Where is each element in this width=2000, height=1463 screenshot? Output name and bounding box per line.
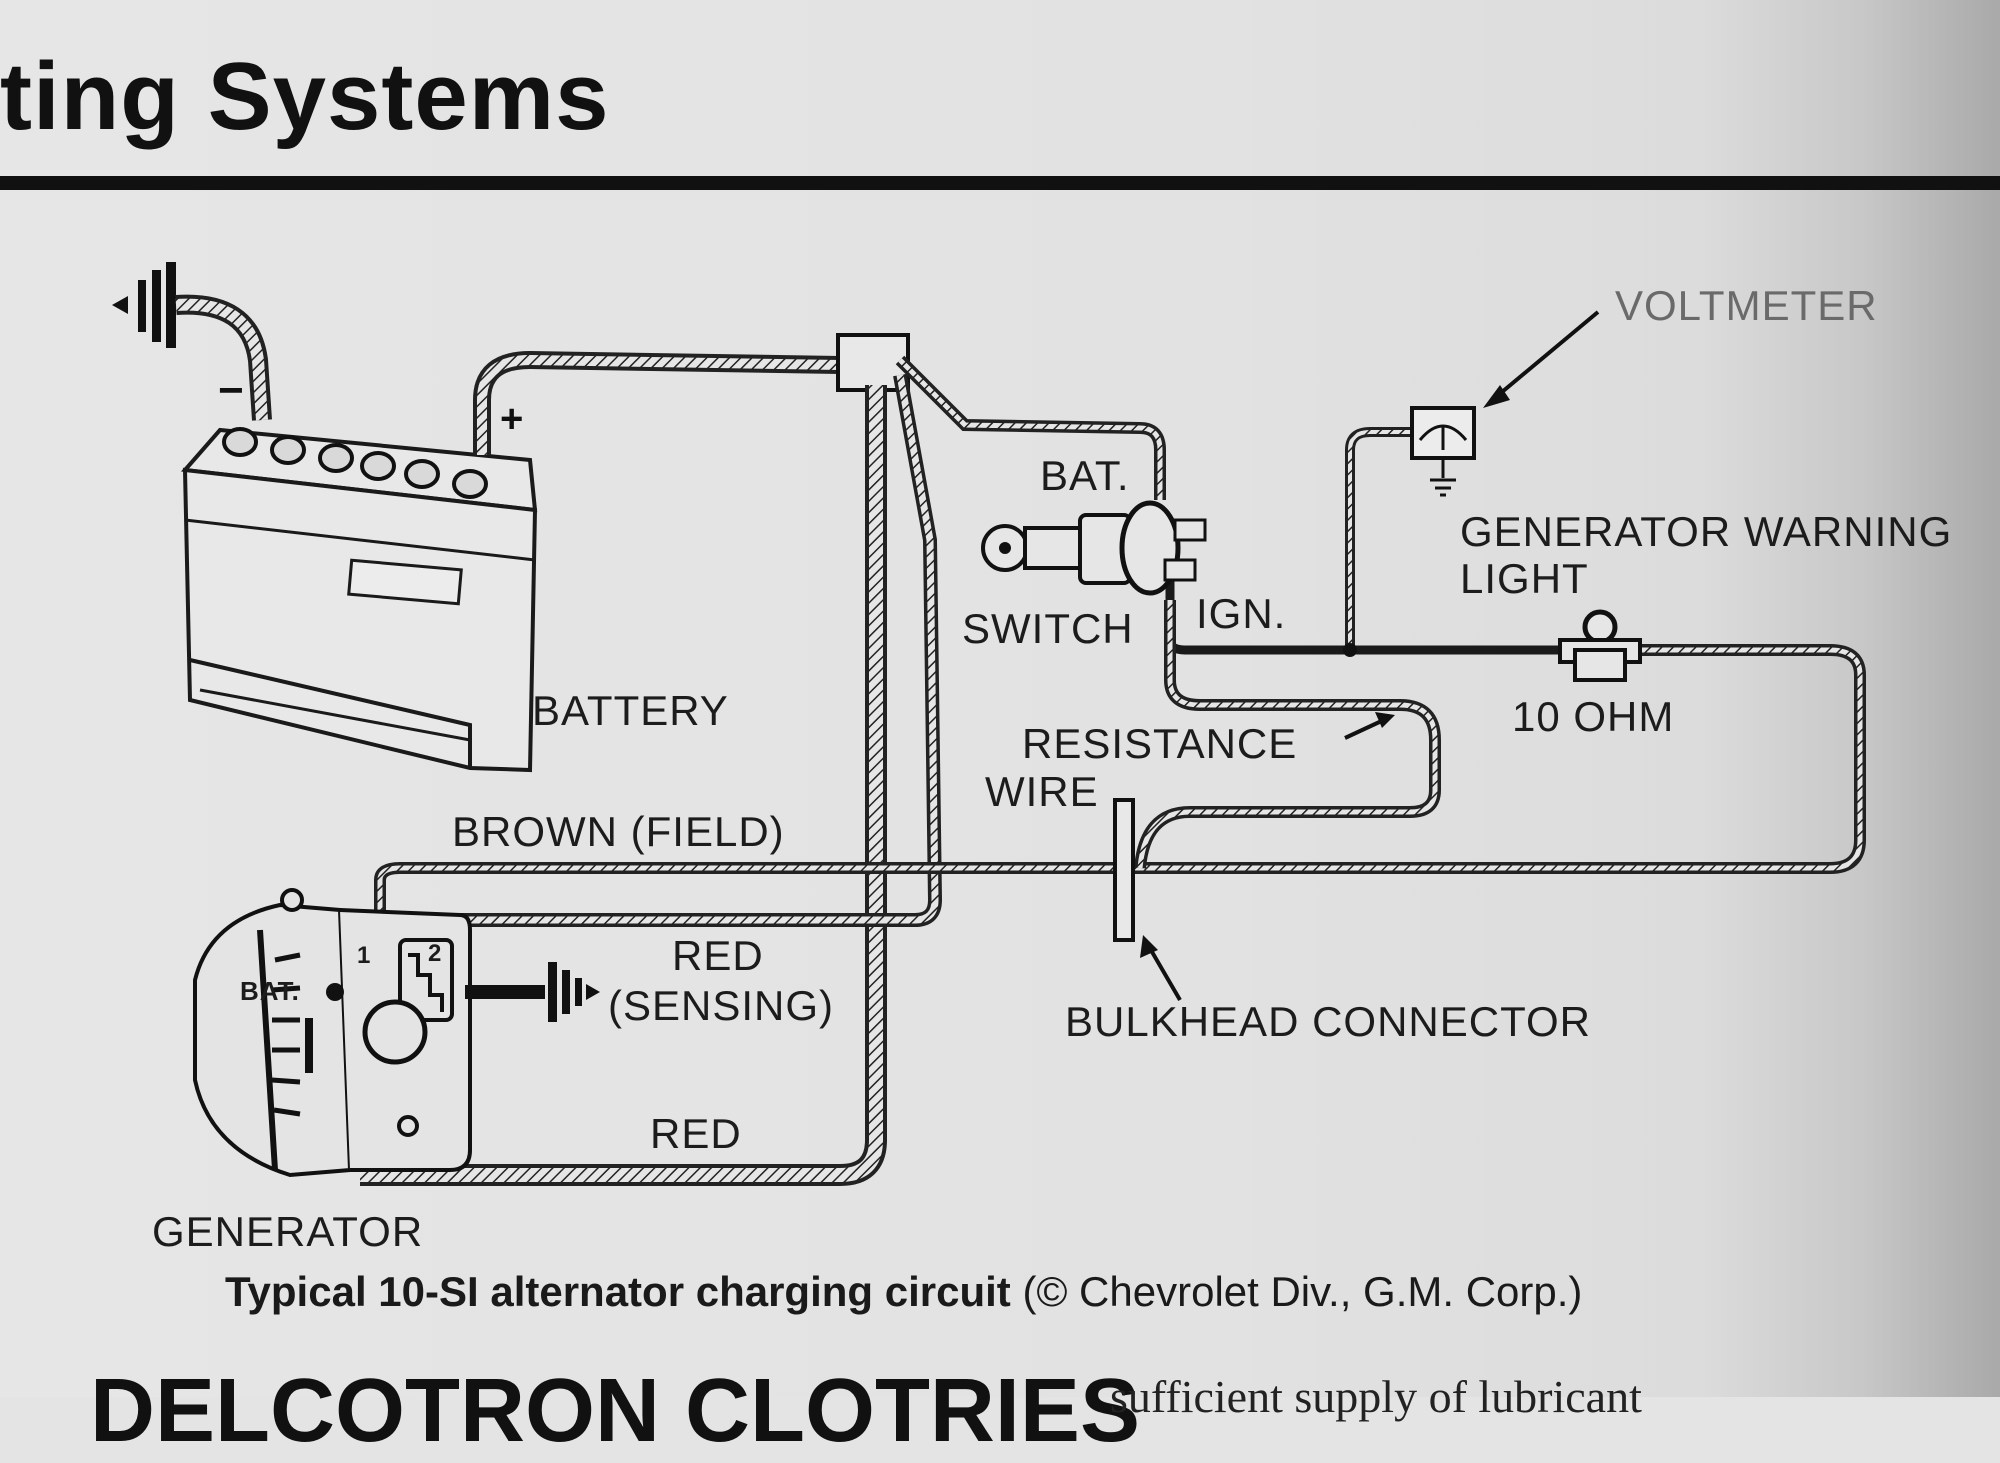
caption-credit: (© Chevrolet Div., G.M. Corp.) [1022, 1268, 1583, 1315]
bulkhead-connector [1113, 798, 1135, 942]
bulkhead-connector-label: BULKHEAD CONNECTOR [1065, 998, 1591, 1045]
ignition-switch [981, 500, 1207, 596]
positive-cable [473, 350, 841, 455]
caption-title: Typical 10-SI alternator charging circui… [225, 1268, 1011, 1315]
next-section-heading: DELCOTRON CLOTRIES [90, 1361, 1140, 1461]
voltmeter-wire [1345, 427, 1410, 650]
voltmeter-arrow [1488, 310, 1600, 404]
battery [180, 427, 538, 773]
battery-ground-symbol [112, 262, 176, 348]
generator-warning-light-label-line1: GENERATOR WARNING [1460, 508, 1953, 555]
heading-rule [0, 176, 2000, 190]
generator-terminal-1-label: 1 [357, 942, 372, 969]
switch-bat-label: BAT. [1040, 452, 1130, 499]
generator-label: GENERATOR [152, 1208, 424, 1255]
red-label: RED [650, 1110, 742, 1157]
red-sensing-label-line2: (SENSING) [608, 982, 835, 1029]
section-heading: ting Systems [0, 43, 610, 150]
wire-label: WIRE [985, 768, 1099, 815]
generator-bat-terminal-label: BAT. [240, 976, 300, 1006]
ign-label: IGN. [1196, 590, 1287, 637]
switch-label: SWITCH [962, 605, 1134, 652]
generator-terminal-2-label: 2 [428, 940, 443, 967]
generator-warning-light-label-line2: LIGHT [1460, 555, 1589, 602]
figure-caption: Typical 10-SI alternator charging circui… [225, 1268, 1582, 1316]
generator-warning-light-bulb [1558, 609, 1642, 682]
generator [193, 888, 472, 1178]
brown-field-label: BROWN (FIELD) [452, 808, 785, 855]
battery-label: BATTERY [532, 687, 729, 734]
voltmeter [1410, 406, 1476, 497]
generator-ground-symbol [465, 962, 600, 1022]
resistance-label: RESISTANCE [1022, 720, 1298, 767]
charging-circuit-diagram: − + [112, 262, 1866, 1186]
battery-plus-sign: + [500, 397, 523, 441]
ten-ohm-label: 10 OHM [1512, 693, 1675, 740]
battery-minus-sign: − [218, 366, 244, 415]
bulkhead-arrow [1146, 943, 1182, 1002]
red-sensing-label-line1: RED [672, 932, 764, 979]
voltmeter-label: VOLTMETER [1615, 282, 1878, 329]
